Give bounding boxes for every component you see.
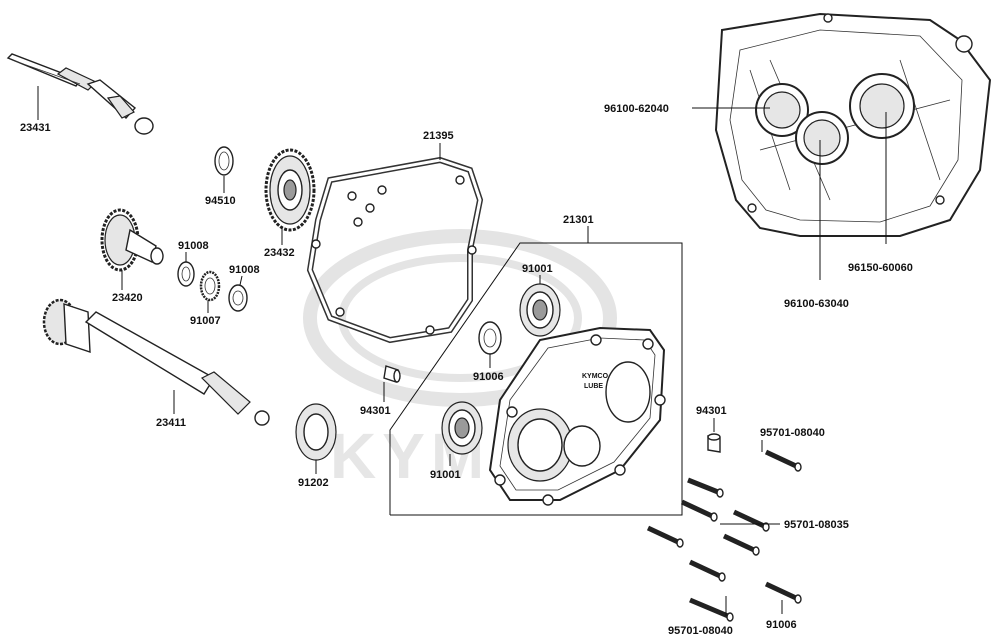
label-91008-right: 91008 xyxy=(229,264,260,276)
washer-91008-left xyxy=(177,261,195,287)
label-96150-60060: 96150-60060 xyxy=(848,262,913,274)
label-94301-left: 94301 xyxy=(360,405,391,417)
needle-bearing-91007 xyxy=(199,270,221,302)
label-96100-63040: 96100-63040 xyxy=(784,298,849,310)
bolt-9 xyxy=(689,597,734,622)
shaft-23411 xyxy=(42,298,270,426)
bolt-5 xyxy=(646,525,684,548)
label-95701-08040-bottom: 95701-08040 xyxy=(668,625,733,637)
part-labels: 23431 94510 23432 21395 23420 91008 9100… xyxy=(20,103,913,637)
gear-23420 xyxy=(100,208,164,272)
bolt-3 xyxy=(680,499,718,522)
label-23432: 23432 xyxy=(264,247,295,259)
assembly-21301-outline xyxy=(389,242,683,516)
dowel-94301-right xyxy=(707,433,721,453)
label-91001-top: 91001 xyxy=(522,263,553,275)
leader-lines xyxy=(37,86,887,616)
bolt-2 xyxy=(687,477,724,498)
label-95701-08035: 95701-08035 xyxy=(784,519,849,531)
bearing-91006-top xyxy=(478,321,502,355)
circlip-94510 xyxy=(214,146,234,176)
bolt-6 xyxy=(722,533,760,556)
bolts-group xyxy=(646,449,802,622)
label-23420: 23420 xyxy=(112,292,143,304)
label-21395: 21395 xyxy=(423,130,454,142)
bolt-1 xyxy=(764,449,802,472)
label-91202: 91202 xyxy=(298,477,329,489)
label-21301: 21301 xyxy=(563,214,594,226)
bearing-91001-top xyxy=(519,283,561,337)
label-23431: 23431 xyxy=(20,122,51,134)
case-marking-line2: LUBE xyxy=(584,383,603,390)
label-95701-08040-top: 95701-08040 xyxy=(760,427,825,439)
crankcase xyxy=(714,12,992,237)
label-91006-bottom: 91006 xyxy=(766,619,797,631)
label-91007: 91007 xyxy=(190,315,221,327)
label-94510: 94510 xyxy=(205,195,236,207)
label-96100-62040: 96100-62040 xyxy=(604,103,669,115)
bearing-91001-bottom xyxy=(441,401,483,455)
washer-91008-right xyxy=(228,284,248,312)
oil-seal-91202 xyxy=(295,403,337,461)
label-91001-bottom: 91001 xyxy=(430,469,461,481)
bolt-8 xyxy=(764,581,802,604)
label-94301-right: 94301 xyxy=(696,405,727,417)
bolt-4 xyxy=(732,509,770,532)
case-marking-line1: KYMCO xyxy=(582,373,609,380)
label-91006-top: 91006 xyxy=(473,371,504,383)
gasket-21395 xyxy=(306,156,484,344)
transmission-cover: KYMCO LUBE xyxy=(488,326,666,506)
bolt-7 xyxy=(688,559,726,582)
gear-23432 xyxy=(264,148,316,232)
label-23411: 23411 xyxy=(156,417,186,429)
shaft-23431 xyxy=(6,53,154,135)
label-91008-left: 91008 xyxy=(178,240,209,252)
dowel-94301-left xyxy=(383,365,401,383)
